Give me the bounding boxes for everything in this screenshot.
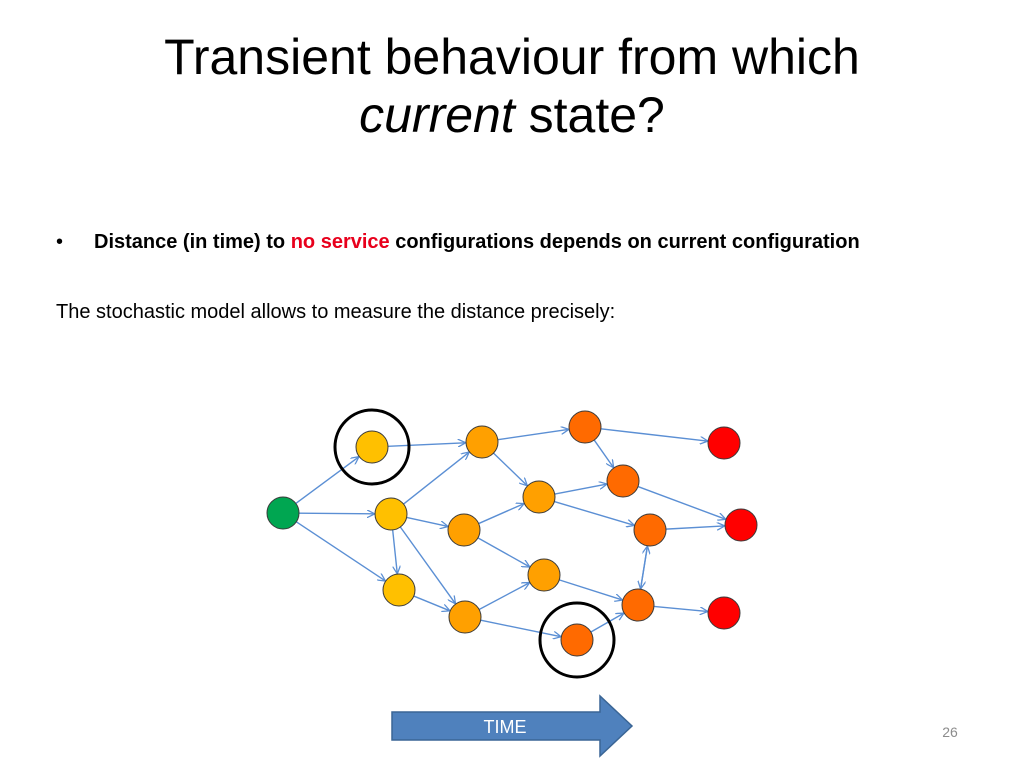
edge-n13-n12 [590, 613, 623, 633]
title-line-2: current state? [60, 86, 964, 144]
edge-n7-n13 [480, 619, 561, 636]
title-italic-word: current [359, 87, 515, 143]
edge-n12-n11 [639, 547, 648, 590]
edge-n3-n7 [413, 595, 449, 611]
state-node-n16 [707, 596, 741, 630]
time-label: TIME [483, 717, 527, 737]
state-node-n12 [621, 588, 655, 622]
slide-title: Transient behaviour from which current s… [60, 28, 964, 144]
state-node-n11 [633, 513, 667, 547]
state-node-n5 [522, 480, 556, 514]
title-line-1: Transient behaviour from which [164, 29, 860, 85]
state-node-n0 [266, 496, 300, 530]
state-node-n13 [560, 623, 594, 657]
bullet-text-part2: configurations depends on current config… [389, 231, 860, 253]
state-node-n9 [568, 410, 602, 444]
edge-n8-n12 [559, 579, 622, 600]
edge-n2-n3 [391, 529, 398, 573]
state-node-n1 [355, 430, 389, 464]
edges-layer [295, 428, 725, 637]
edge-n10-n15 [637, 485, 725, 519]
state-node-n6 [447, 513, 481, 547]
current-state-highlight-ring [333, 408, 411, 486]
edge-n5-n11 [554, 500, 633, 526]
edge-n1-n4 [387, 443, 465, 447]
edge-n2-n4 [403, 453, 469, 505]
edge-n0-n3 [295, 521, 385, 581]
edge-n2-n6 [406, 516, 448, 526]
nodes-layer [266, 410, 758, 657]
bullet-text-part1: Distance (in time) to [94, 231, 291, 253]
bullet-marker: • [56, 231, 64, 253]
edge-n9-n14 [600, 428, 707, 441]
edge-n12-n16 [653, 605, 707, 611]
slide-number: 26 [942, 724, 958, 740]
state-node-n15 [724, 508, 758, 542]
state-node-n2 [374, 497, 408, 531]
edge-n4-n5 [493, 452, 527, 485]
edge-n0-n2 [298, 513, 374, 514]
title-rest: state? [514, 87, 665, 143]
edge-n4-n9 [497, 429, 568, 441]
state-node-n10 [606, 464, 640, 498]
edge-n6-n5 [478, 504, 524, 525]
edge-n6-n8 [477, 537, 529, 567]
state-node-n4 [465, 425, 499, 459]
edge-n2-n7 [399, 526, 455, 603]
body-text: The stochastic model allows to measure t… [56, 301, 616, 323]
state-node-n7 [448, 600, 482, 634]
state-node-n14 [707, 426, 741, 460]
state-node-n3 [382, 573, 416, 607]
time-arrow [391, 694, 634, 758]
edge-n11-n15 [665, 526, 724, 529]
edge-n7-n8 [478, 583, 529, 611]
edge-n9-n10 [593, 439, 613, 467]
state-node-n8 [527, 558, 561, 592]
edge-n0-n1 [295, 457, 358, 505]
edge-n5-n10 [554, 484, 607, 495]
current-state-highlight-ring [538, 601, 616, 679]
bullet-text: Distance (in time) to no service configu… [94, 226, 934, 258]
highlight-layer [333, 408, 616, 679]
bullet-highlight-no-service: no service [290, 231, 390, 253]
